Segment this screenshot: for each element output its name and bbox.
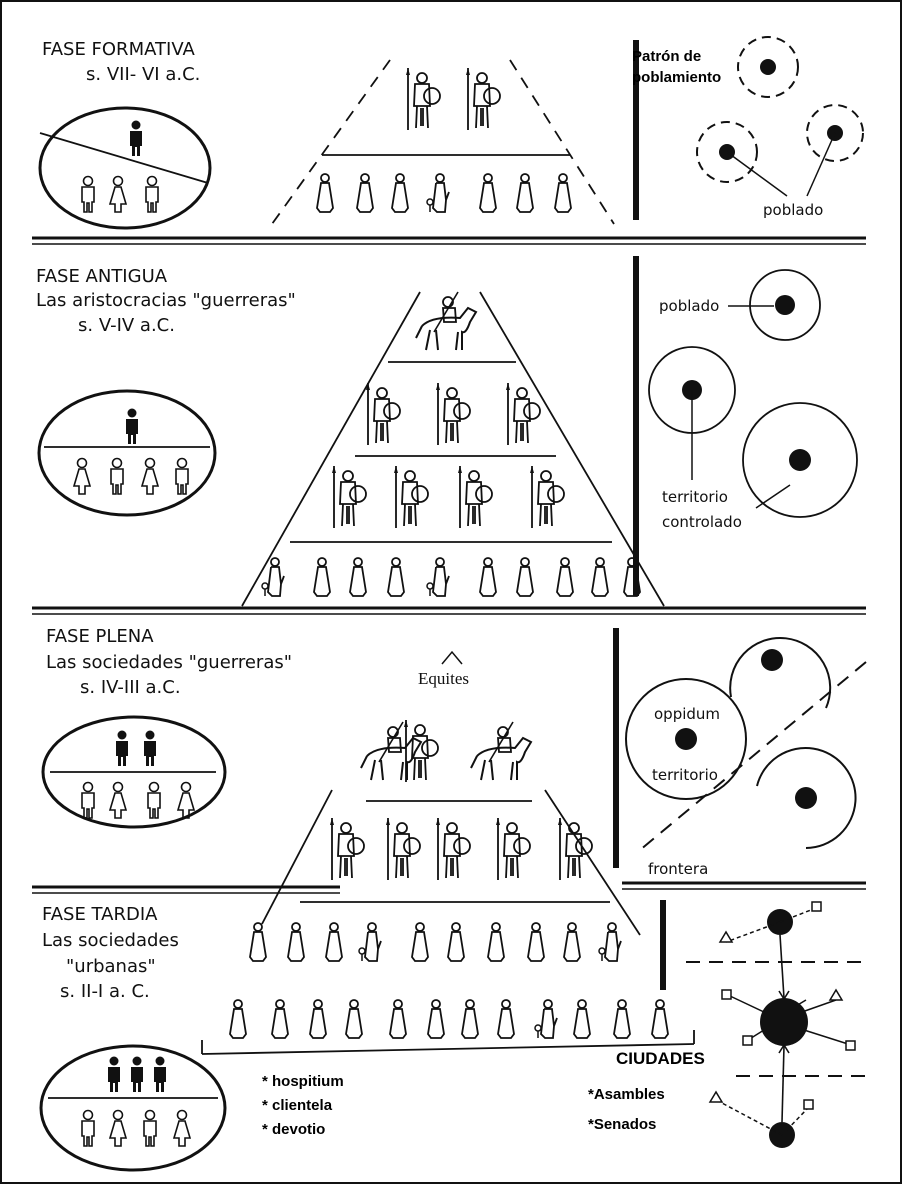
institution-devotio: * devotio (262, 1121, 325, 1138)
institution-senados: *Senados (588, 1116, 656, 1133)
vertical-separator-2 (633, 256, 639, 596)
label-territorio-controlado-1: territorio (662, 488, 728, 506)
settlement-map-3 (625, 636, 867, 851)
settlement-map-2 (648, 269, 858, 518)
pyramid-3 (261, 719, 641, 936)
equites-caret (441, 650, 463, 665)
phase-4-title: FASE TARDIA (42, 904, 158, 925)
phase-1-date: s. VII- VI a.C. (86, 64, 200, 85)
section-divider-3 (32, 881, 866, 894)
institution-asambles: *Asambles (588, 1086, 665, 1103)
label-ciudades: CIUDADES (616, 1049, 705, 1068)
phase-3-title: FASE PLENA (46, 626, 154, 647)
phase-4-date: s. II-I a. C. (60, 981, 150, 1002)
pyramid-1 (271, 59, 615, 225)
social-ellipse-2 (37, 389, 217, 517)
pyramid-4 (201, 922, 695, 1055)
warrior-figure (405, 67, 441, 131)
section-divider-1 (32, 236, 866, 245)
settlement-map-1 (696, 36, 864, 197)
settlement-map-4 (686, 901, 866, 1148)
label-territorio: territorio (652, 766, 718, 784)
phase-1-title: FASE FORMATIVA (42, 39, 195, 60)
label-frontera: frontera (648, 860, 708, 878)
social-ellipse-4 (39, 1044, 227, 1172)
social-ellipse-3 (41, 715, 227, 829)
label-territorio-controlado-2: controlado (662, 513, 742, 531)
phase-4-subtitle-line1: Las sociedades (42, 930, 179, 951)
settlement-title-line1: Patrón de (632, 48, 701, 65)
label-poblado-2: poblado (659, 297, 719, 315)
vertical-separator-3 (613, 628, 619, 868)
label-oppidum: oppidum (654, 705, 720, 723)
phase-3-date: s. IV-III a.C. (80, 677, 181, 698)
vertical-separator-1 (633, 40, 639, 220)
settlement-title-line2: poblamiento (632, 69, 721, 86)
phase-2-subtitle: Las aristocracias "guerreras" (36, 290, 296, 311)
equites-label: Equites (418, 669, 469, 688)
institution-clientela: * clientela (262, 1097, 333, 1114)
phase-2-date: s. V-IV a.C. (78, 315, 175, 336)
phase-4-subtitle-line2: "urbanas" (66, 956, 156, 977)
social-ellipse-1 (38, 106, 212, 230)
vertical-separator-4 (660, 900, 666, 990)
phase-2-title: FASE ANTIGUA (36, 266, 168, 287)
institution-hospitium: * hospitium (262, 1073, 344, 1090)
phase-3-subtitle: Las sociedades "guerreras" (46, 652, 292, 673)
label-poblado-1: poblado (763, 201, 823, 219)
pyramid-2 (241, 291, 665, 607)
section-divider-2 (32, 606, 866, 615)
